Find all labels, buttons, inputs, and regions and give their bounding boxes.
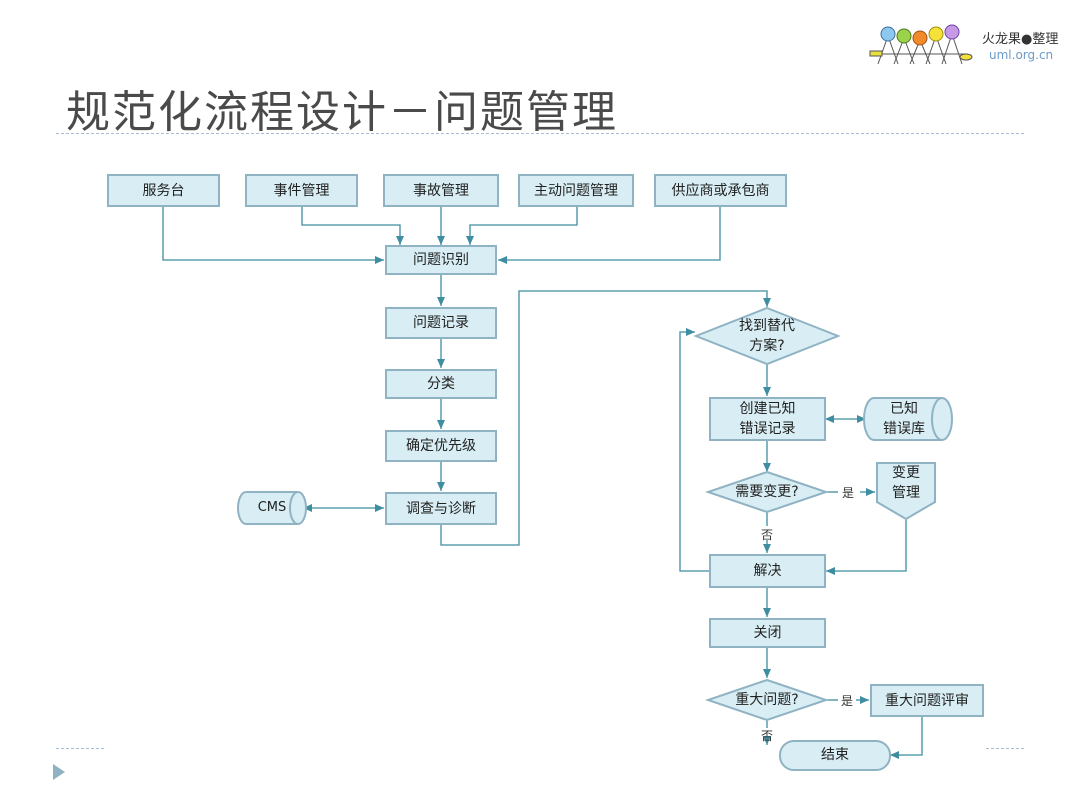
step-classify: 分类	[385, 369, 497, 399]
decision-need-change: 需要变更?	[735, 484, 799, 500]
yes-label-change: 是	[842, 486, 855, 500]
step-resolve: 解决	[709, 554, 826, 588]
source-supplier: 供应商或承包商	[654, 174, 787, 207]
end-shape	[779, 740, 891, 771]
cms-label: CMS	[257, 500, 287, 515]
decision-workaround-shape	[693, 306, 841, 366]
no-label-major: 否	[761, 729, 774, 743]
title-divider	[56, 133, 1024, 134]
source-incident-mgmt: 事件管理	[245, 174, 358, 207]
no-label-change: 否	[761, 528, 774, 542]
decision-change-shape	[704, 470, 830, 514]
yes-label-major: 是	[841, 694, 854, 708]
logo-brand: 火龙果●整理	[982, 32, 1059, 47]
decision-workaround: 找到替代 方案?	[739, 318, 795, 354]
footer-divider-right	[986, 748, 1024, 749]
decision-major-problem: 重大问题?	[735, 692, 799, 708]
page-title: 规范化流程设计－问题管理	[66, 87, 618, 138]
slide-marker-icon	[53, 764, 65, 780]
step-identify: 问题识别	[385, 245, 497, 275]
step-investigate: 调查与诊断	[385, 492, 497, 525]
step-close: 关闭	[709, 618, 826, 648]
change-mgmt-label: 变更 管理	[892, 465, 920, 501]
source-service-desk: 服务台	[107, 174, 220, 207]
known-error-db-label: 已知 错误库	[883, 401, 925, 437]
step-priority: 确定优先级	[385, 430, 497, 462]
source-proactive-problem-mgmt: 主动问题管理	[518, 174, 634, 207]
decision-major-shape	[704, 678, 830, 722]
end-label: 结束	[821, 747, 849, 763]
logo-url: uml.org.cn	[989, 48, 1054, 62]
source-accident-mgmt: 事故管理	[383, 174, 499, 207]
logo-icon	[869, 24, 973, 65]
footer-divider-left	[56, 748, 104, 749]
step-major-review: 重大问题评审	[870, 684, 984, 717]
change-mgmt-shape	[876, 462, 936, 521]
step-record: 问题记录	[385, 307, 497, 339]
step-known-error-record: 创建已知 错误记录	[709, 397, 826, 441]
